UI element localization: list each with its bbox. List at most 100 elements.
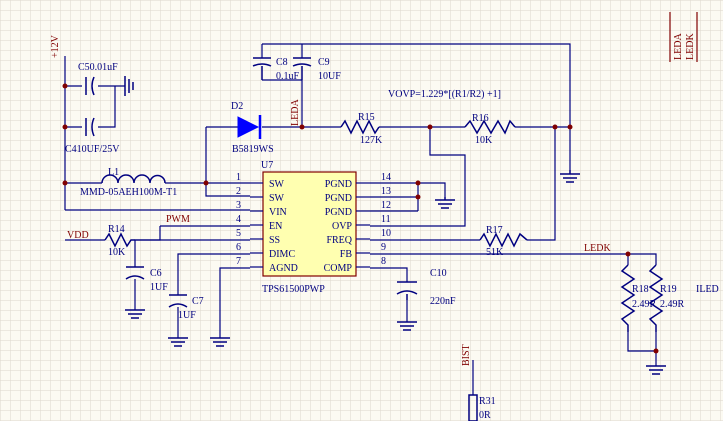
label-l1-part: MMD-05AEH100M-T1 [80,187,177,198]
ic-pin-number: 7 [236,256,241,267]
ic-pin-number: 10 [381,228,391,239]
ic-pin-number: 13 [381,186,391,197]
resistor-r16[interactable] [464,119,516,135]
ic-pin-number: 12 [381,200,391,211]
ic-pin-number: 9 [381,242,386,253]
ic-pin-name: DIMC [269,249,295,260]
junctions [62,83,659,354]
label-c4: C410UF/25V [65,144,120,155]
label-r16: R16 [472,113,489,124]
ic-pin-name: VIN [269,207,287,218]
ic-pin-name: SW [269,193,285,204]
label-c8-value: 0.1uF [276,71,300,82]
label-r31: R31 [479,396,496,407]
resistor-r17[interactable] [479,232,528,248]
label-c10-value: 220nF [430,296,456,307]
ground-symbols [125,170,666,375]
label-r18: R18 [632,284,649,295]
ic-pin-name: OVP [332,221,352,232]
label-c9-value: 10UF [318,71,341,82]
capacitor-c5[interactable] [85,76,95,96]
label-c6-value: 1UF [150,282,168,293]
ic-body [262,171,357,277]
label-c9: C9 [318,57,330,68]
ic-pins: 1SW2SW3VIN4EN5SS6DIMC7AGND14PGND13PGND12… [236,172,391,274]
label-r31-value: 0R [479,410,491,421]
ground-icon [124,76,134,96]
ic-pin-number: 5 [236,228,241,239]
label-r14: R14 [108,224,125,235]
ic-pin-name: FB [340,249,353,260]
label-l1: L1 [108,167,119,178]
net-label-vdd: VDD [67,230,89,241]
ground-icon-c6 [125,309,145,319]
resistor-r14[interactable] [104,232,135,248]
port-bars [669,12,698,62]
ic-pin-number: 3 [236,200,241,211]
label-r19-value: 2.49R [660,299,685,310]
port-ledk: LEDK [685,33,696,60]
label-d2: D2 [231,101,243,112]
capacitor-c10[interactable] [396,281,418,300]
diode-d2[interactable] [237,115,262,139]
ic-pin-number: 6 [236,242,241,253]
resistor-r18[interactable] [620,264,636,332]
ic-pin-name: SW [269,179,285,190]
ground-icon-c7 [168,337,188,347]
label-r18-value: 2.49R [632,299,657,310]
ic-pin-name: PGND [325,179,352,190]
resistor-r15[interactable] [340,119,380,135]
ic-pin-number: 2 [236,186,241,197]
label-c7: C7 [192,296,204,307]
ic-pin-name: PGND [325,193,352,204]
ic-pin-number: 11 [381,214,391,225]
label-r15: R15 [358,112,375,123]
label-d2-part: B5819WS [232,144,274,155]
ic-u7[interactable]: 1SW2SW3VIN4EN5SS6DIMC7AGND14PGND13PGND12… [236,171,391,277]
label-r17: R17 [486,225,503,236]
label-c7-value: 1UF [178,310,196,321]
net-label-pwm: PWM [166,214,190,225]
label-u7: U7 [261,160,273,171]
label-12v: +12V [50,34,61,58]
label-c5: C50.01uF [78,62,118,73]
ground-icon-pgnd [435,197,455,209]
net-label-ledk: LEDK [584,243,611,254]
ground-icon-iled [646,365,666,375]
label-c8: C8 [276,57,288,68]
ic-pin-name: SS [269,235,280,246]
port-leda: LEDA [673,33,684,60]
label-vovp-formula: VOVP=1.229*[(R1/R2) +1] [388,89,501,100]
label-r19: R19 [660,284,677,295]
capacitor-c9[interactable] [292,57,312,80]
label-iled: ILED [696,284,719,295]
ground-icon-ovp [560,170,580,183]
label-u7-part: TPS61500PWP [262,284,325,295]
resistor-r19[interactable] [648,264,664,332]
ground-icon-agnd [210,337,230,347]
inductor-l1[interactable] [101,174,166,184]
ic-pin-name: COMP [324,263,353,274]
label-r14-value: 10K [108,247,126,258]
ic-pin-name: FREQ [326,235,352,246]
capacitor-c7[interactable] [168,294,188,308]
label-c10: C10 [430,268,447,279]
ic-pin-name: PGND [325,207,352,218]
ic-pin-number: 8 [381,256,386,267]
resistor-r31[interactable] [468,394,478,421]
net-label-bist: BIST [461,344,472,366]
label-r15-value: 127K [360,135,383,146]
net-label-leda: LEDA [290,99,301,126]
capacitor-c4[interactable] [85,117,95,137]
ic-pin-number: 4 [236,214,241,225]
ic-pin-name: AGND [269,263,298,274]
label-r17-value: 51K [486,247,504,258]
ground-icon-c10 [397,321,417,331]
ic-pin-number: 1 [236,172,241,183]
ic-pin-number: 14 [381,172,391,183]
label-r16-value: 10K [475,135,493,146]
capacitor-c8[interactable] [252,57,272,80]
label-c6: C6 [150,268,162,279]
capacitor-c6[interactable] [125,266,145,280]
